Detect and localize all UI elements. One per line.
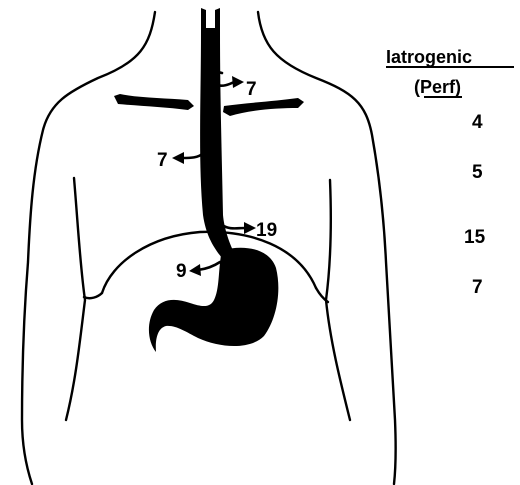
- upper-thoracic-perforation-arrow: [182, 153, 203, 158]
- upper-thoracic-site-label: 7: [157, 150, 168, 171]
- arm-line-left: [66, 178, 85, 420]
- rib-margin-left: [84, 293, 102, 298]
- iatrogenic-count-gastric: 7: [472, 277, 483, 298]
- lower-thoracic-perforation-arrow: [222, 225, 246, 228]
- lower-thoracic-site-label: 19: [256, 220, 277, 241]
- lower-thoracic-arrowhead: [244, 222, 256, 234]
- diaphragm-outline: [102, 232, 316, 293]
- column-header-subtitle: (Perf): [414, 77, 461, 97]
- arm-line-right: [326, 180, 350, 420]
- column-header-title: Iatrogenic: [386, 47, 472, 67]
- gastric-perforation-arrow: [198, 262, 220, 270]
- gastric-arrowhead: [189, 264, 201, 276]
- esophagus: [200, 8, 236, 258]
- iatrogenic-count-cervical: 4: [472, 112, 483, 133]
- body-outline-left: [22, 12, 155, 484]
- right-clavicle: [223, 98, 304, 116]
- cervical-site-label: 7: [246, 79, 257, 100]
- gastric-site-label: 9: [176, 261, 187, 282]
- cervical-arrowhead: [232, 76, 244, 88]
- left-clavicle: [114, 94, 194, 110]
- iatrogenic-count-lower-thoracic: 15: [464, 227, 486, 248]
- stomach: [149, 248, 278, 352]
- iatrogenic-count-upper-thoracic: 5: [472, 162, 483, 183]
- upper-thoracic-arrowhead: [172, 152, 184, 164]
